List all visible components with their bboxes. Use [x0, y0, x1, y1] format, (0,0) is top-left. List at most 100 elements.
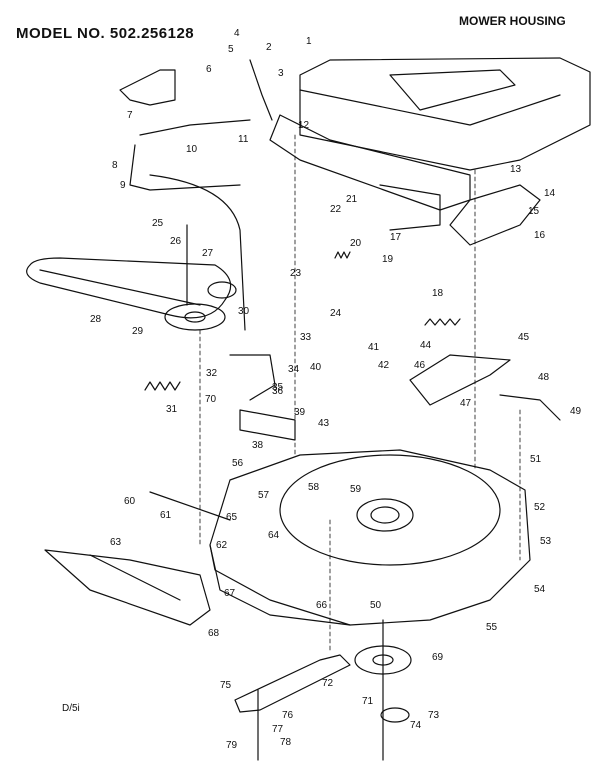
part-label-55: 55	[486, 622, 498, 633]
page-reference: D/5i	[62, 703, 80, 714]
part-label-2: 2	[266, 42, 272, 53]
part-label-62: 62	[216, 540, 228, 551]
part-label-25: 25	[152, 218, 164, 229]
part-label-35: 35	[272, 382, 284, 393]
part-label-31: 31	[166, 404, 178, 415]
part-label-45: 45	[518, 332, 530, 343]
part-label-59: 59	[350, 484, 362, 495]
part-label-13: 13	[510, 164, 522, 175]
part-label-26: 26	[170, 236, 182, 247]
part-label-14: 14	[544, 188, 556, 199]
part-label-53: 53	[540, 536, 552, 547]
center-bracket	[379, 184, 441, 231]
part-labels: 1234567891011121314151617181920212223242…	[90, 28, 582, 751]
part-label-22: 22	[330, 204, 342, 215]
part-label-63: 63	[110, 537, 122, 548]
main-pulley-hub	[184, 311, 206, 323]
part-label-6: 6	[206, 64, 212, 75]
part-label-4: 4	[234, 28, 240, 39]
part-label-64: 64	[268, 530, 280, 541]
part-label-73: 73	[428, 710, 440, 721]
arm-46	[409, 354, 511, 406]
part-label-61: 61	[160, 510, 172, 521]
part-label-70: 70	[205, 394, 217, 405]
left-rear-plate	[119, 69, 176, 106]
part-label-68: 68	[208, 628, 220, 639]
cutting-blade	[234, 654, 351, 713]
part-label-74: 74	[410, 720, 422, 731]
part-label-58: 58	[308, 482, 320, 493]
part-label-24: 24	[330, 308, 342, 319]
part-label-12: 12	[298, 120, 310, 131]
deck-skirt	[209, 544, 351, 626]
right-bracket	[449, 184, 541, 246]
part-label-34: 34	[288, 364, 300, 375]
part-label-47: 47	[460, 398, 472, 409]
part-label-21: 21	[346, 194, 358, 205]
belt-inner	[39, 269, 201, 306]
part-label-8: 8	[112, 160, 118, 171]
part-label-19: 19	[382, 254, 394, 265]
part-label-15: 15	[528, 206, 540, 217]
part-label-28: 28	[90, 314, 102, 325]
upper-frame	[299, 57, 591, 171]
part-label-36: 36	[272, 386, 284, 397]
part-label-29: 29	[132, 326, 144, 337]
part-label-27: 27	[202, 248, 214, 259]
upper-frame-edge	[299, 89, 561, 126]
part-label-69: 69	[432, 652, 444, 663]
idler-arm-34	[229, 354, 276, 401]
diagram-title: MOWER HOUSING	[459, 14, 566, 28]
part-label-57: 57	[258, 490, 270, 501]
part-label-32: 32	[206, 368, 218, 379]
part-label-66: 66	[316, 600, 328, 611]
part-label-75: 75	[220, 680, 232, 691]
part-label-48: 48	[538, 372, 550, 383]
bracket-49	[499, 394, 561, 421]
part-label-72: 72	[322, 678, 334, 689]
chute-ridge	[89, 554, 181, 601]
part-label-71: 71	[362, 696, 374, 707]
part-label-40: 40	[310, 362, 322, 373]
spindle-opening	[356, 498, 414, 532]
part-label-49: 49	[570, 406, 582, 417]
main-pulley	[164, 303, 226, 331]
part-label-51: 51	[530, 454, 542, 465]
part-label-7: 7	[127, 110, 133, 121]
lift-lever	[249, 59, 273, 121]
frame-cutout	[389, 69, 516, 111]
part-label-54: 54	[534, 584, 546, 595]
part-label-42: 42	[378, 360, 390, 371]
part-label-46: 46	[414, 360, 426, 371]
frame-bracket	[269, 114, 471, 211]
part-label-38: 38	[252, 440, 264, 451]
part-label-30: 30	[238, 306, 250, 317]
part-label-65: 65	[226, 512, 238, 523]
deck-dome	[279, 454, 501, 566]
mower-deck	[209, 449, 531, 626]
part-label-67: 67	[224, 588, 236, 599]
spring-19	[334, 251, 351, 259]
part-label-78: 78	[280, 737, 292, 748]
part-label-1: 1	[306, 36, 312, 47]
link-rod	[139, 119, 251, 136]
line-drawing	[26, 57, 591, 761]
discharge-chute	[44, 549, 211, 626]
blade-adapter	[380, 707, 410, 723]
plate-39	[239, 409, 296, 441]
part-label-39: 39	[294, 407, 306, 418]
spindle-bore	[370, 506, 400, 524]
alignment-lines	[199, 134, 521, 651]
part-label-44: 44	[420, 340, 432, 351]
spring-44	[424, 318, 461, 326]
rod-61	[149, 491, 231, 521]
part-label-76: 76	[282, 710, 294, 721]
part-label-41: 41	[368, 342, 380, 353]
part-label-3: 3	[278, 68, 284, 79]
part-label-5: 5	[228, 44, 234, 55]
part-label-43: 43	[318, 418, 330, 429]
model-number: MODEL NO. 502.256128	[16, 25, 195, 42]
spring-31	[144, 381, 181, 391]
part-label-50: 50	[370, 600, 382, 611]
